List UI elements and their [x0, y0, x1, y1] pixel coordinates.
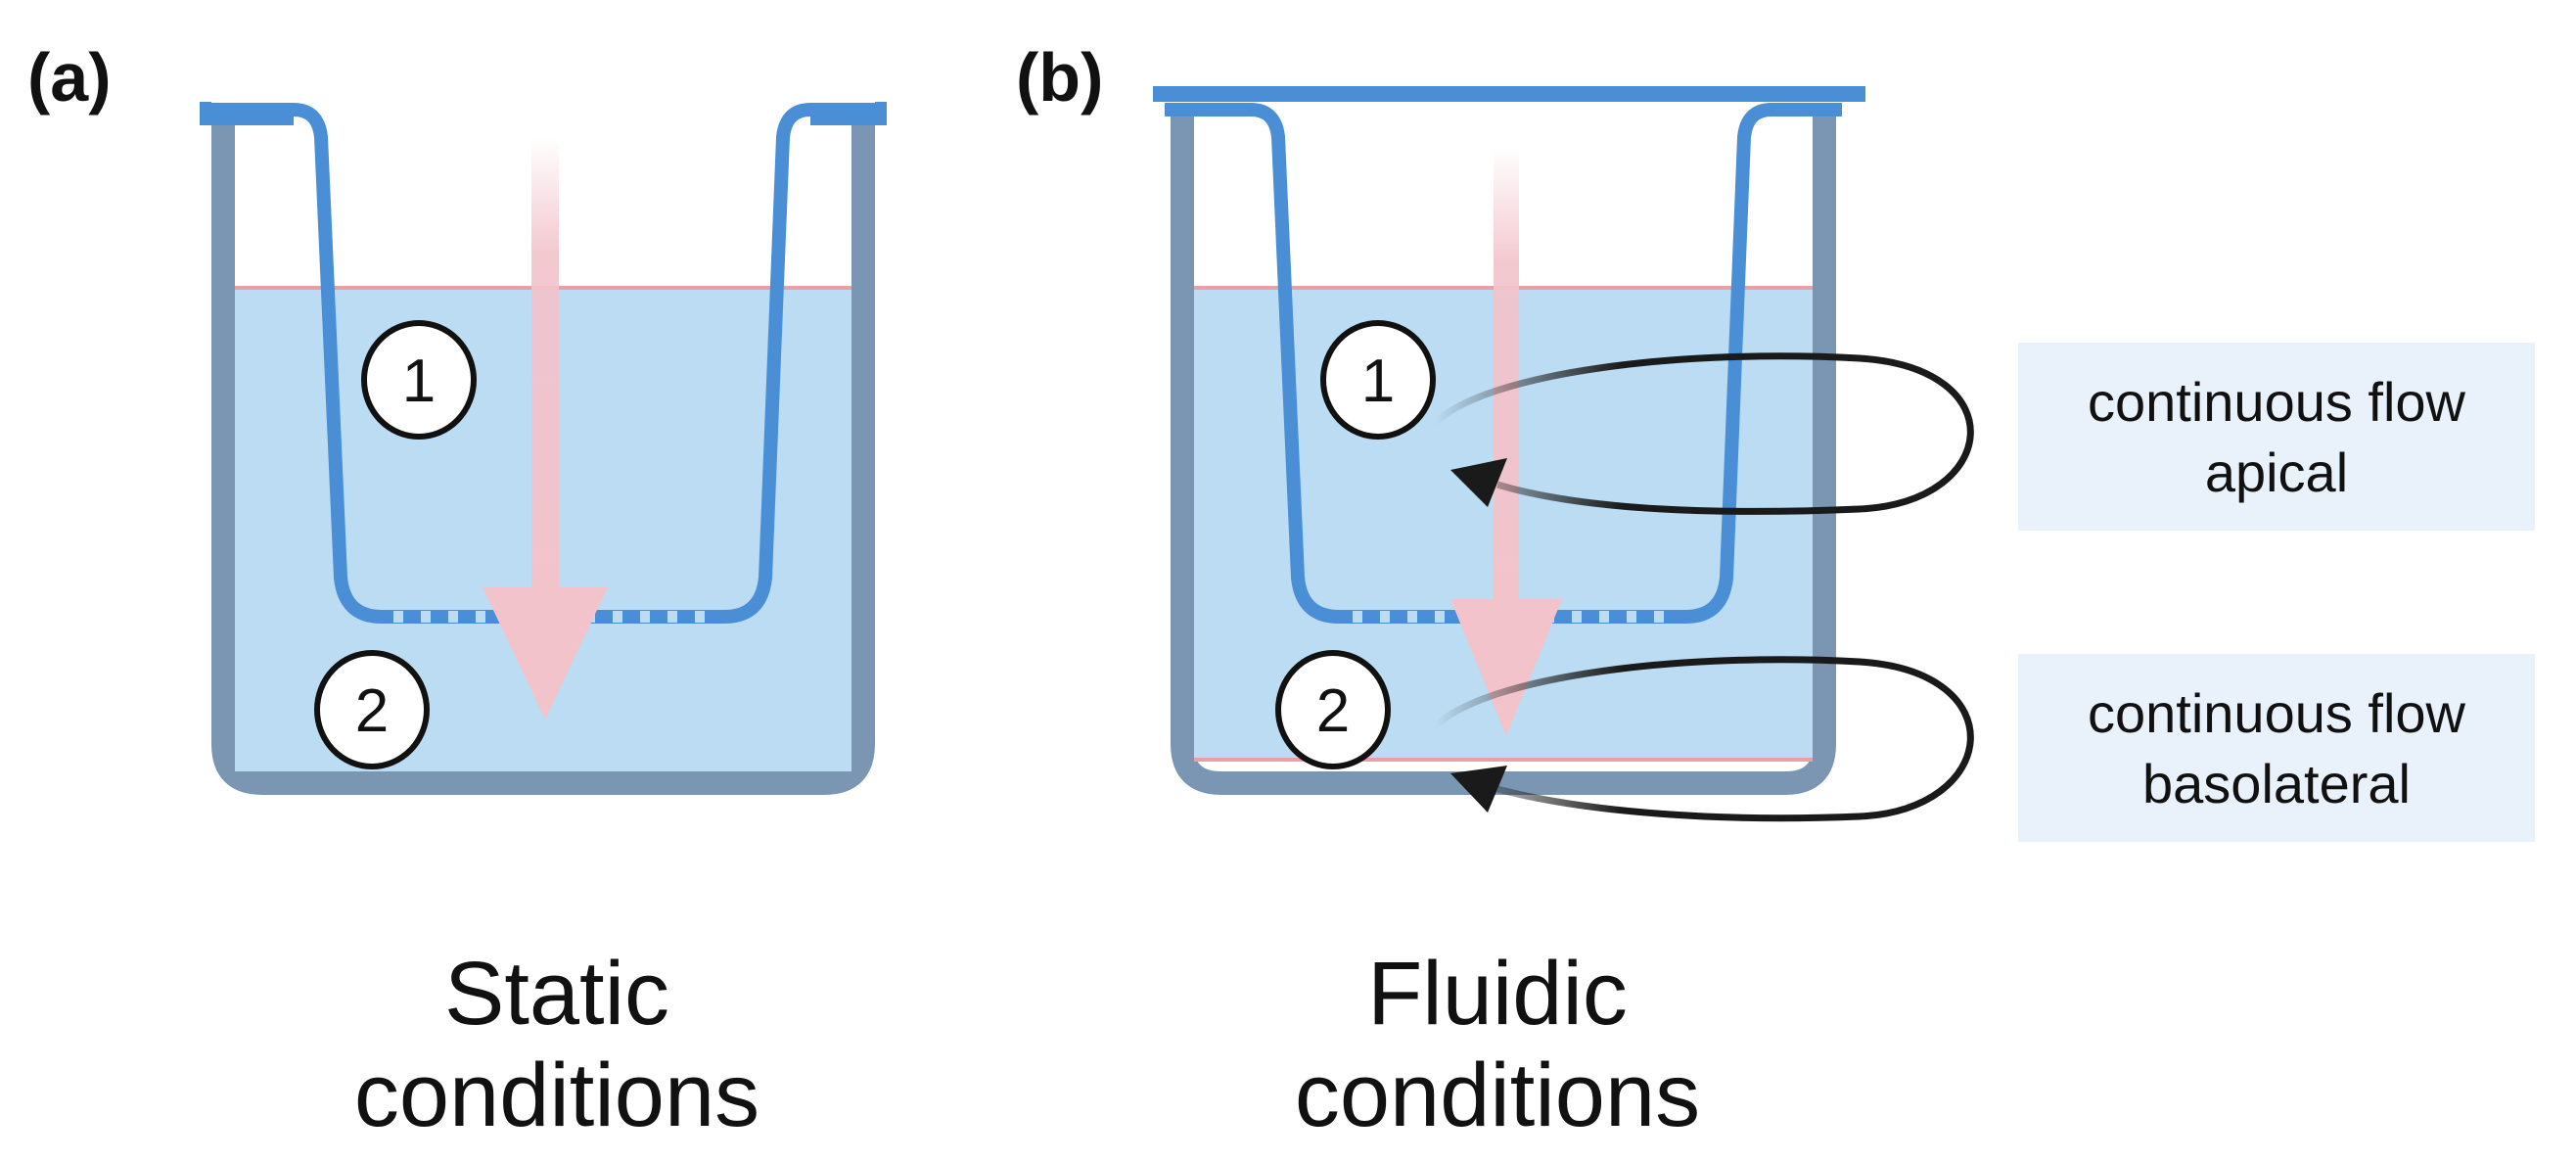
apical-flow-label-line-2: apical	[2205, 442, 2348, 503]
panel-b-compartment-1: 1	[1320, 320, 1436, 440]
panel-b-outer-well	[1171, 116, 1836, 795]
panel-a-label: (a)	[27, 39, 112, 116]
basolateral-flow-label-line-1: continuous flow	[2088, 682, 2466, 744]
panel-a-compartment-1-label: 1	[402, 348, 436, 415]
panel-b-lid	[1153, 86, 1865, 102]
apical-flow-label-line-1: continuous flow	[2088, 371, 2466, 433]
panel-b-transport-arrow	[1450, 147, 1562, 736]
panel-a-insert-rim-left	[200, 102, 294, 125]
panel-b-apical-flow-box: continuous flow apical	[2018, 343, 2535, 531]
panel-b-label: (b)	[1016, 39, 1103, 116]
panel-a-outer-well	[211, 116, 875, 795]
panel-a-compartment-2: 2	[314, 650, 430, 769]
panel-b-compartment-2: 2	[1275, 650, 1391, 769]
panel-b-caption-line-1: Fluidic	[1367, 944, 1628, 1044]
panel-b: (b)	[1016, 39, 2535, 1145]
panel-b-basolateral-flow-arrow	[1432, 656, 1974, 822]
panel-a-caption-line-2: conditions	[354, 1046, 759, 1145]
panel-b-basolateral-flow-box: continuous flow basolateral	[2018, 654, 2535, 842]
panel-a-insert-rim-right	[810, 102, 887, 125]
panel-a: (a)	[27, 39, 887, 1145]
panel-b-apical-flow-arrow	[1432, 352, 1974, 515]
panel-b-compartment-2-label: 2	[1316, 677, 1350, 745]
basolateral-flow-label-line-2: basolateral	[2142, 753, 2411, 814]
panel-a-transport-arrow	[483, 137, 608, 720]
panel-a-caption-line-1: Static	[444, 944, 669, 1044]
panel-b-caption-line-2: conditions	[1295, 1046, 1700, 1145]
panel-b-compartment-1-label: 1	[1361, 348, 1395, 415]
panel-a-compartment-1: 1	[361, 320, 477, 440]
panel-a-compartment-2-label: 2	[355, 677, 389, 745]
